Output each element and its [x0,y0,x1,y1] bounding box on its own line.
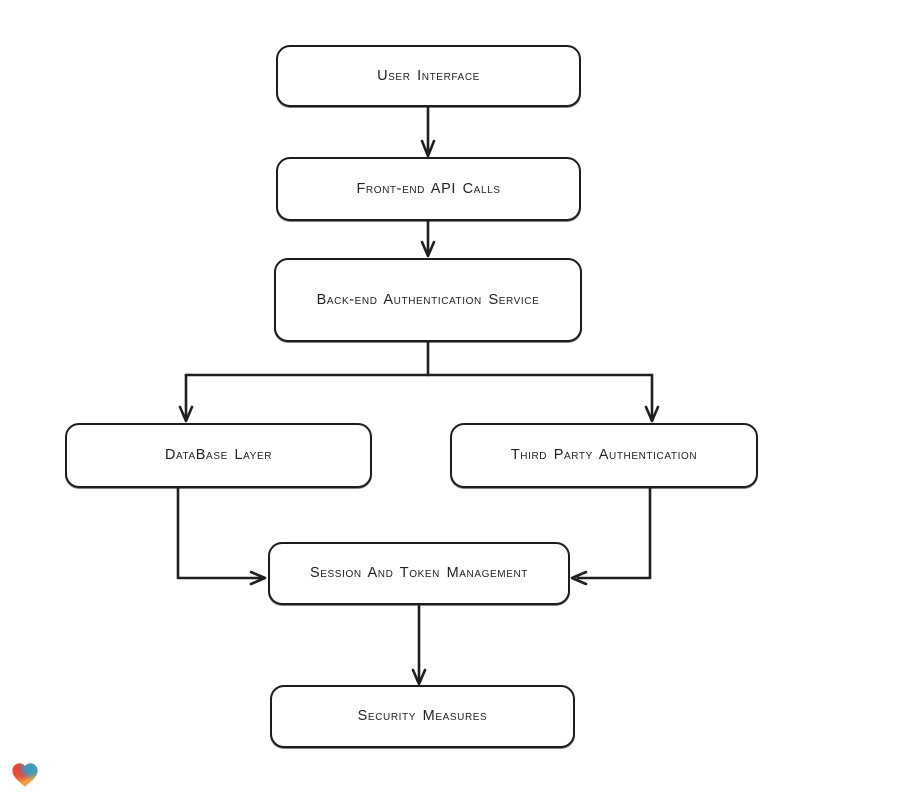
arrowhead-icon [249,570,267,586]
node-label: DataBase Layer [164,447,273,463]
node-label: Third Party Authentication [510,447,698,463]
edge-database-to-session [176,486,262,580]
node-label: User Interface [377,67,480,84]
node-database-layer[interactable]: DataBase Layer [65,423,372,488]
arrowhead-icon [420,240,436,258]
node-session-token-management[interactable]: Session And Token Management [268,542,570,605]
node-label: Front-end API Calls [356,180,501,197]
node-label: Back-end Authentication Service [316,291,540,308]
node-security-measures[interactable]: Security Measures [270,685,575,748]
arrowhead-icon [411,668,427,686]
eraser-heart-logo-icon[interactable] [10,761,40,789]
node-label: Session And Token Management [309,565,528,581]
arrowhead-icon [644,405,660,423]
node-label: Security Measures [357,708,488,724]
arrowhead-icon [570,570,588,586]
arrowhead-icon [420,139,436,158]
node-front-end-api-calls[interactable]: Front-end API Calls [276,157,581,221]
node-backend-authentication-service[interactable]: Back-end Authentication Service [274,258,582,342]
arrowhead-icon [178,405,194,423]
node-third-party-authentication[interactable]: Third Party Authentication [450,423,758,488]
edge-third-party-to-session [576,486,652,580]
node-user-interface[interactable]: User Interface [276,45,581,107]
